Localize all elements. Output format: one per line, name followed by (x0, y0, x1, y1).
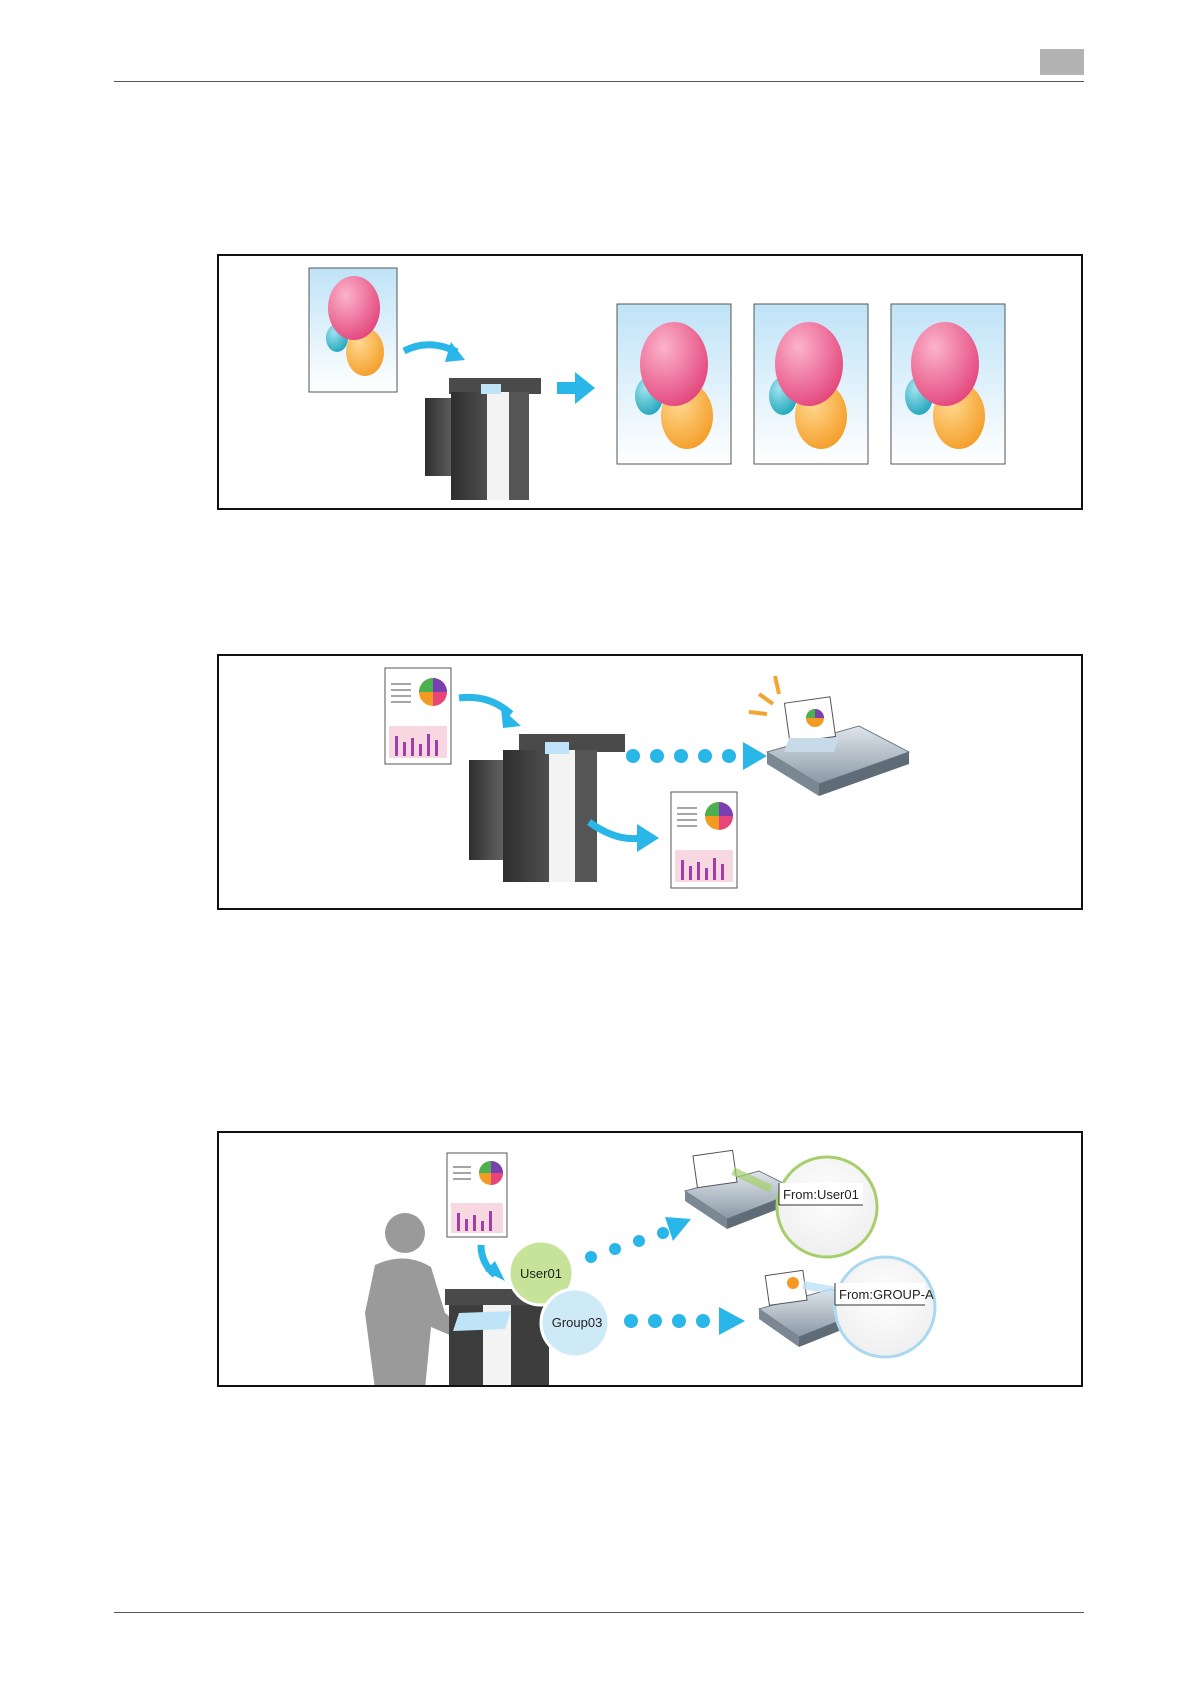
user-bubble-label: User01 (520, 1266, 562, 1281)
callout-pointer-bottom (803, 1285, 837, 1291)
transmission-dots-bottom-icon (624, 1307, 745, 1335)
ring-signal-icon (749, 676, 779, 714)
sender-name-illustration: User01 Group03 (219, 1133, 1083, 1387)
page-tab (1040, 49, 1084, 75)
fax-machine-icon (749, 676, 909, 796)
group-bubble-label: Group03 (552, 1315, 603, 1330)
printed-report-document (671, 792, 737, 888)
print-arrowhead-icon (637, 824, 659, 852)
source-report-document (447, 1153, 507, 1237)
copy-illustration (219, 256, 1083, 510)
copy-output-3 (891, 304, 1005, 464)
callout-top-label: From:User01 (783, 1187, 859, 1202)
figure-copy (217, 254, 1083, 510)
figure-sender-name: User01 Group03 (217, 1131, 1083, 1387)
callout-bottom: From:GROUP-A (835, 1257, 935, 1357)
group-bubble: Group03 (541, 1289, 609, 1357)
mfp-machine-icon (469, 734, 625, 882)
callout-bottom-label: From:GROUP-A (839, 1287, 934, 1302)
fax-send-illustration (219, 656, 1083, 910)
copy-output-2 (754, 304, 868, 464)
callout-top: From:User01 (777, 1157, 877, 1257)
mfp-machine-icon (425, 378, 541, 500)
source-report-document (385, 668, 451, 764)
output-arrow-icon (557, 372, 595, 404)
footer-rule (114, 1612, 1084, 1613)
transmission-dots-top-icon (585, 1217, 691, 1263)
figure-fax-send (217, 654, 1083, 910)
transmission-dots-icon (626, 742, 767, 770)
copy-output-1 (617, 304, 731, 464)
original-document (309, 268, 397, 392)
header-rule (114, 81, 1084, 82)
